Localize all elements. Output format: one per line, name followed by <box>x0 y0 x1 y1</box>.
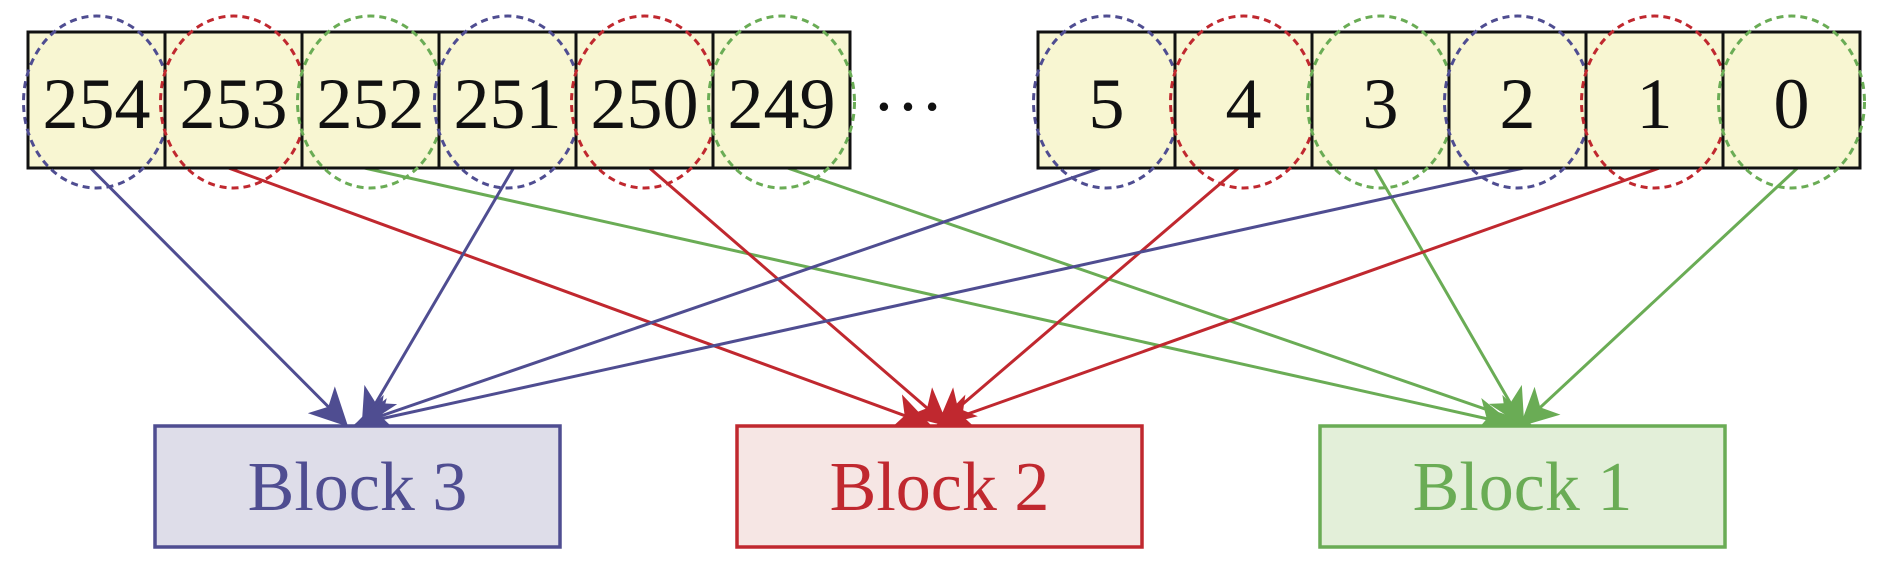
cell-label: 249 <box>728 64 836 144</box>
cell-label: 5 <box>1089 64 1125 144</box>
blocks-layer: Block 3 Block 2 Block 1 <box>153 424 1727 549</box>
group-circle <box>707 14 856 190</box>
cell-label: 4 <box>1226 64 1262 144</box>
cell-label: 250 <box>591 64 699 144</box>
cell-3: 3 <box>1306 14 1455 190</box>
cell-4: 4 <box>1169 14 1318 190</box>
cell-253: 253 <box>159 14 308 190</box>
cell-box <box>163 30 304 170</box>
cell-box <box>1584 30 1725 170</box>
cell-box <box>26 30 167 170</box>
cell-box <box>1173 30 1314 170</box>
cell-box <box>1721 30 1862 170</box>
arrow-red <box>935 166 1661 431</box>
cell-251: 251 <box>433 14 582 190</box>
cell-2: 2 <box>1443 14 1592 190</box>
cell-label: 1 <box>1637 64 1673 144</box>
cell-label: 3 <box>1363 64 1399 144</box>
arrow-blue <box>353 166 1524 436</box>
cell-box <box>711 30 852 170</box>
cell-5: 5 <box>1032 14 1181 190</box>
block-box <box>735 424 1144 549</box>
block-label: Block 1 <box>1413 449 1633 526</box>
block-box <box>153 424 562 549</box>
cell-label: 251 <box>454 64 562 144</box>
block-label: Block 3 <box>248 449 468 526</box>
cell-label: 2 <box>1500 64 1536 144</box>
cell-box <box>1447 30 1588 170</box>
cell-label: 253 <box>180 64 288 144</box>
cells-layer: 254 253 252 251 250 249 5 4 3 2 1 0 <box>22 14 1866 190</box>
cell-box <box>300 30 441 170</box>
arrow-blue <box>353 166 1101 431</box>
cell-252: 252 <box>296 14 445 190</box>
block-block-3: Block 3 <box>153 424 562 549</box>
block-label: Block 2 <box>830 449 1050 526</box>
arrow-green <box>1373 167 1525 428</box>
arrow-red <box>648 166 949 427</box>
cell-box <box>1310 30 1451 170</box>
arrow-red <box>936 166 1240 427</box>
cell-1: 1 <box>1580 14 1729 190</box>
cell-254: 254 <box>22 14 171 190</box>
cell-label: 252 <box>317 64 425 144</box>
cell-box <box>1036 30 1177 170</box>
block-box <box>1318 424 1727 549</box>
arrow-green <box>787 166 1533 431</box>
arrow-red <box>227 166 932 431</box>
cell-249: 249 <box>707 14 856 190</box>
group-circle <box>1717 14 1866 190</box>
arrow-green <box>1519 166 1799 427</box>
cell-box <box>574 30 715 170</box>
arrows-layer <box>89 166 1799 436</box>
block-block-2: Block 2 <box>735 424 1144 549</box>
cell-label: 254 <box>43 64 151 144</box>
arrow-blue <box>361 167 515 428</box>
cell-0: 0 <box>1717 14 1866 190</box>
arrow-blue <box>89 166 349 427</box>
cell-250: 250 <box>570 14 719 190</box>
ellipsis-text: … <box>872 46 944 126</box>
cell-box <box>437 30 578 170</box>
cell-label: 0 <box>1774 64 1810 144</box>
block-block-1: Block 1 <box>1318 424 1727 549</box>
